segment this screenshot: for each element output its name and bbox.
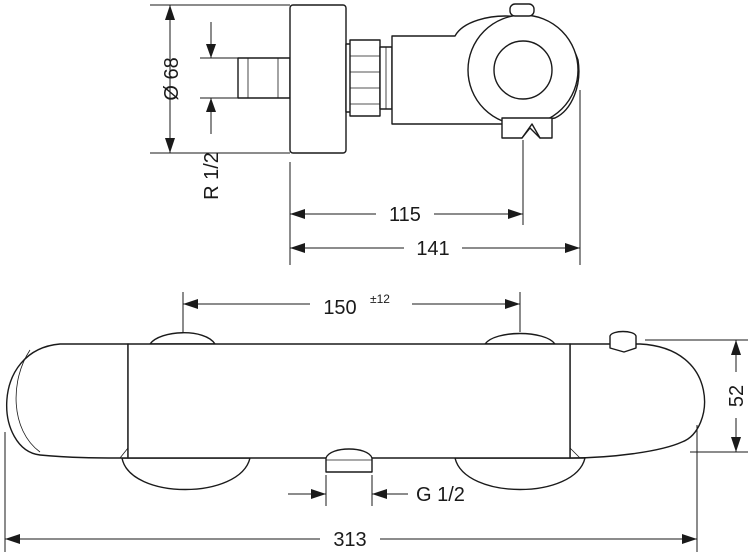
- wall-connector-right-top: [484, 332, 556, 345]
- temperature-stop-button: [609, 330, 637, 353]
- total-width-label: 313: [333, 529, 366, 551]
- wall-connector-left-top: [149, 332, 216, 345]
- spacing-dimension: 150 ±12: [182, 292, 521, 332]
- wall-flange: [289, 4, 347, 154]
- spacing-label: 150: [323, 297, 356, 319]
- inlet-connector: [237, 57, 291, 99]
- side-view: [237, 3, 580, 154]
- front-view: [5, 330, 706, 491]
- thread-g-label: G 1/2: [416, 484, 465, 506]
- height-dimension: 52: [645, 339, 748, 453]
- diameter-dimension: Ø 68: [150, 4, 290, 154]
- thread-r-dimension: R 1/2: [200, 22, 238, 200]
- depth-dimensions: 115 141: [289, 90, 581, 265]
- hex-nut: [349, 39, 381, 117]
- outlet-g-half: [325, 448, 373, 473]
- diameter-label: Ø 68: [161, 57, 183, 100]
- total-width-dimension: 313: [4, 425, 698, 552]
- thread-r-label: R 1/2: [201, 152, 223, 200]
- control-disc-inner: [493, 40, 553, 100]
- spacing-tolerance-label: ±12: [370, 292, 390, 306]
- right-end-cap: [569, 343, 706, 459]
- depth-141-label: 141: [416, 238, 449, 260]
- outlet-spout: [501, 117, 553, 139]
- center-body: [127, 343, 571, 459]
- wall-connector-left-bottom: [121, 457, 251, 491]
- wall-connector-right-bottom: [454, 457, 586, 491]
- depth-115-label: 115: [389, 204, 421, 226]
- thread-g-dimension: G 1/2: [288, 475, 465, 506]
- height-label: 52: [726, 385, 748, 407]
- safety-stop-button: [509, 3, 535, 17]
- left-end-cap: [5, 343, 129, 459]
